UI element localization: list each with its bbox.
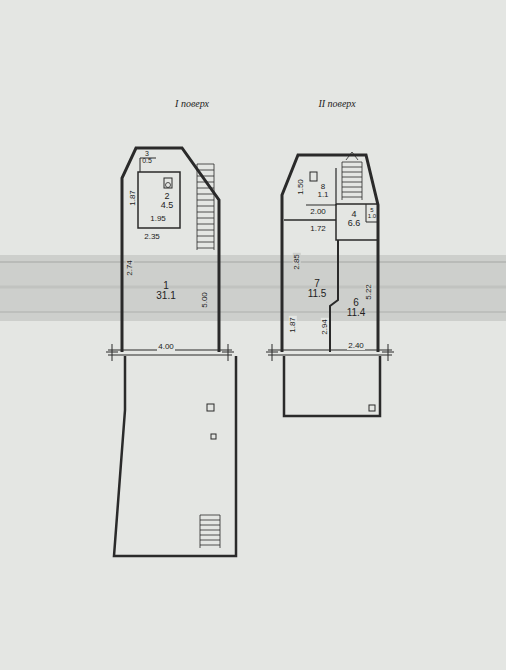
room: 30.5 — [141, 149, 153, 165]
dimension: 2.74 — [126, 259, 134, 277]
room-number: 5 — [370, 207, 373, 213]
room-number: 8 — [321, 183, 325, 191]
room-area: 6.6 — [348, 219, 361, 228]
stairs — [197, 152, 362, 548]
dimension: 2.85 — [293, 253, 301, 271]
room: 51.0 — [367, 206, 377, 220]
room: 131.1 — [155, 280, 176, 302]
floor-title: I поверх — [174, 99, 210, 109]
room: 46.6 — [347, 209, 362, 229]
scan-band — [0, 255, 506, 321]
dimension: 1.72 — [309, 225, 327, 233]
dimension: 2.94 — [321, 318, 329, 336]
room-number: 3 — [145, 150, 149, 157]
room-area: 31.1 — [156, 291, 175, 302]
room-area: 1.0 — [368, 213, 376, 219]
room-number: 1 — [163, 281, 169, 292]
dimension: 4.00 — [157, 343, 175, 351]
room-area: 4.5 — [161, 201, 174, 210]
dimension: 1.87 — [289, 316, 297, 334]
dimension: 1.50 — [297, 178, 305, 196]
room-number: 6 — [353, 298, 359, 309]
dimension: 5.00 — [201, 291, 209, 309]
walls — [106, 148, 394, 556]
dimension: 1.95 — [149, 215, 167, 223]
dimension: 1.87 — [129, 189, 137, 207]
dimension: 5.22 — [365, 283, 373, 301]
room-area: 1.1 — [317, 191, 328, 199]
room-number: 2 — [164, 192, 169, 201]
room: 711.5 — [307, 278, 328, 300]
dimension: 2.00 — [309, 208, 327, 216]
dimension: 2.35 — [143, 233, 161, 241]
floor-title: II поверх — [317, 99, 356, 109]
dimension: 2.40 — [347, 342, 365, 350]
room-number: 7 — [314, 279, 320, 290]
room-area: 11.4 — [347, 308, 366, 319]
room-area: 11.5 — [308, 289, 327, 300]
room-area: 0.5 — [142, 157, 152, 164]
room: 81.1 — [316, 182, 329, 200]
room-number: 4 — [351, 210, 356, 219]
room: 611.4 — [346, 297, 367, 319]
room: 24.5 — [160, 191, 175, 211]
